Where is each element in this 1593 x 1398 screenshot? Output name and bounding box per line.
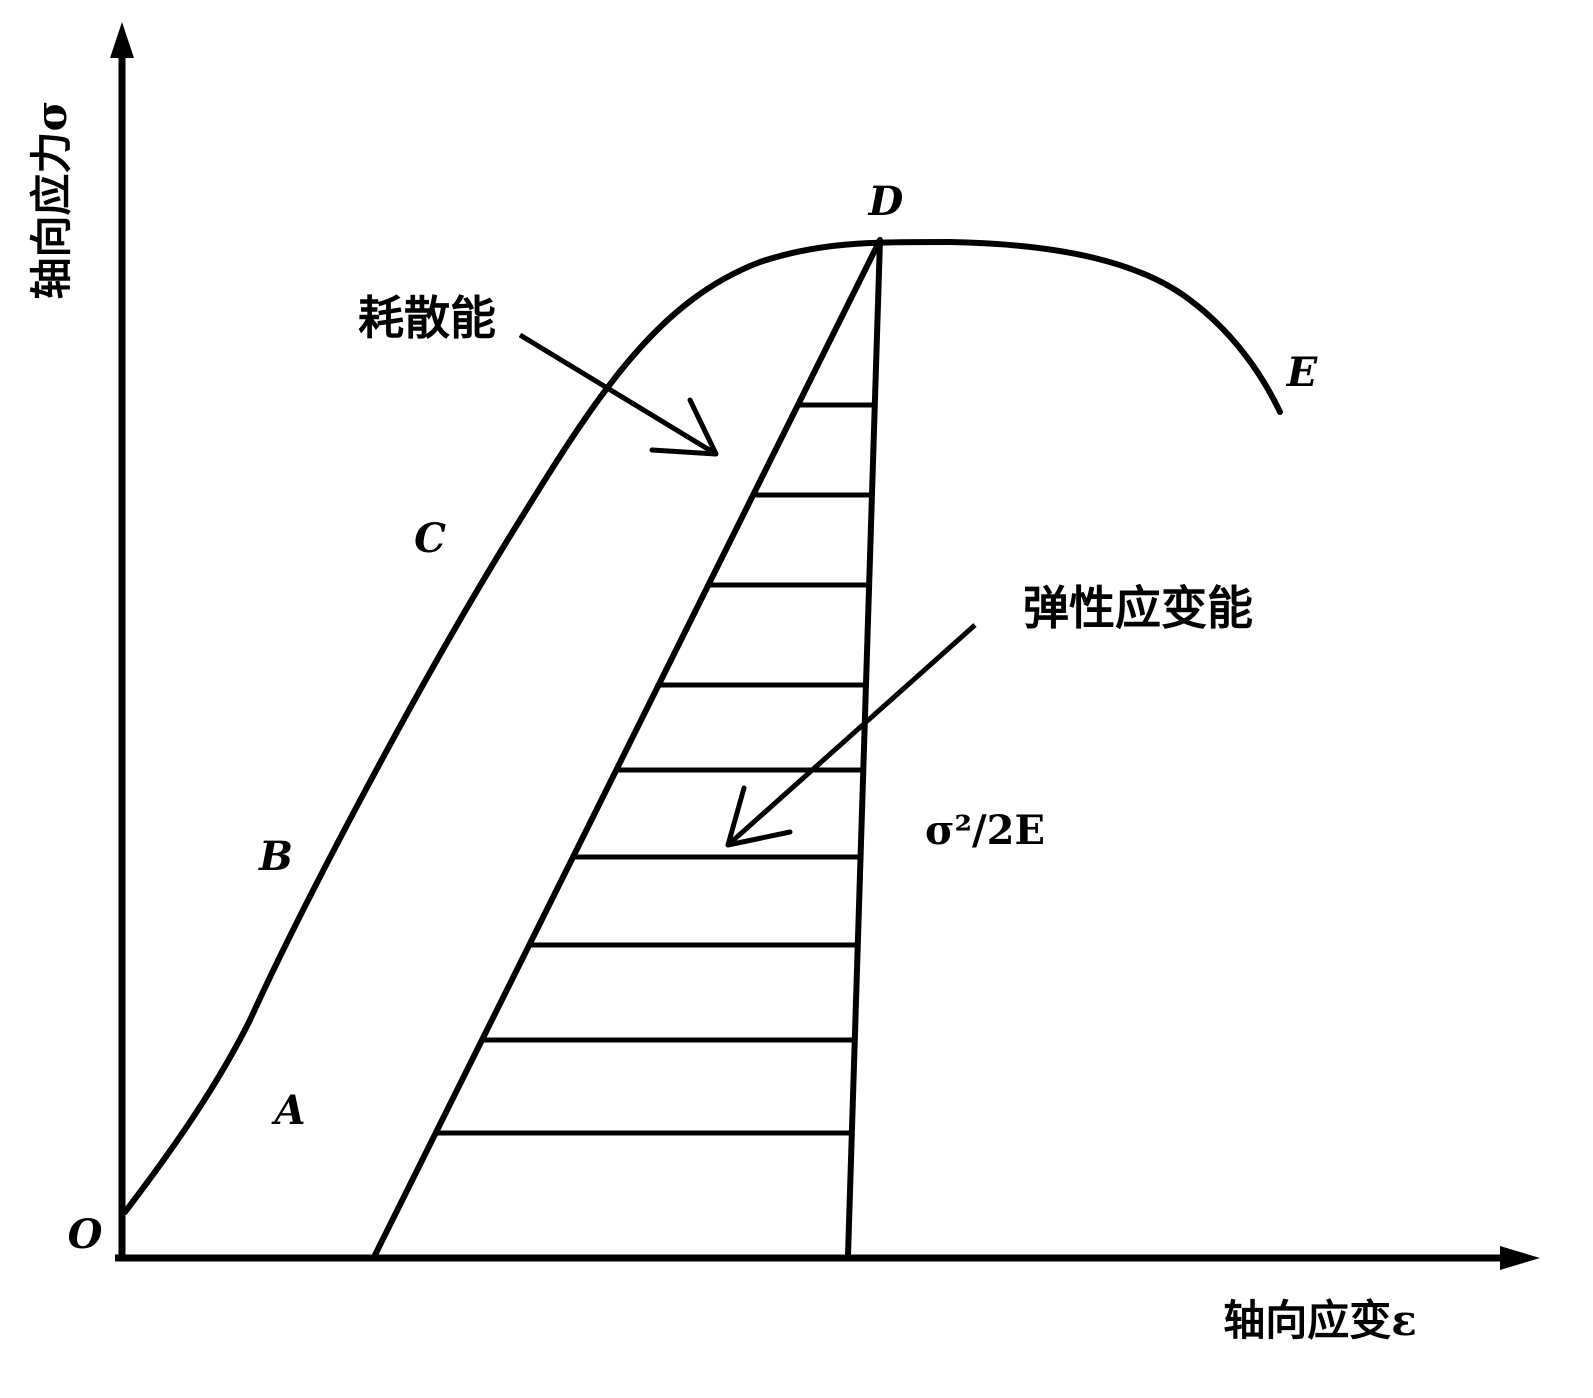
elastic-energy-formula: σ²/2E	[925, 807, 1045, 854]
dissipated-energy-arrowhead-icon	[649, 397, 719, 457]
unloading-line	[372, 237, 883, 1258]
point-b-label: B	[258, 833, 293, 880]
dissipated-energy-label: 耗散能	[358, 291, 496, 345]
elastic-strain-energy-label: 弹性应变能	[1023, 581, 1253, 635]
point-a-label: A	[270, 1087, 305, 1134]
x-axis-arrow-icon	[1500, 1246, 1540, 1270]
dissipated-energy-arrow	[518, 332, 718, 457]
y-axis-label: 轴向应力σ	[27, 101, 76, 300]
elastic-energy-hatching	[435, 402, 875, 1136]
point-c-label: C	[414, 515, 446, 562]
elastic-energy-arrowhead-icon	[725, 785, 793, 848]
elastic-energy-arrow	[726, 623, 977, 847]
origin-label: O	[68, 1211, 103, 1258]
peak-vertical-line	[845, 237, 883, 1258]
x-axis-label: 轴向应变ε	[1223, 1296, 1417, 1345]
point-e-label: E	[1286, 349, 1318, 396]
point-d-label: D	[868, 178, 904, 225]
y-axis-arrow-icon	[110, 22, 134, 58]
stress-strain-curve	[122, 239, 1283, 1215]
